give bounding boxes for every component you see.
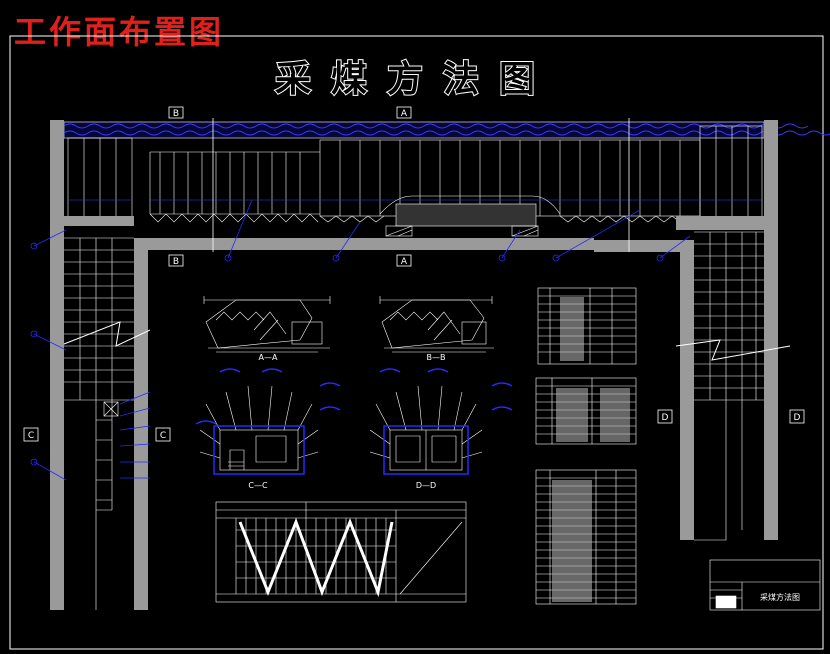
leader-lines <box>33 199 691 481</box>
marker-b-bottom: B <box>173 257 179 267</box>
section-c-c-drawing <box>199 385 319 471</box>
marker-d-left: D <box>662 413 669 423</box>
caption-d-d: D—D <box>416 481 436 490</box>
main-title: 采煤方法图 <box>274 58 555 101</box>
drawing-frame <box>9 35 824 650</box>
section-a-a-drawing <box>203 296 331 353</box>
title-block-name: 采煤方法图 <box>760 592 800 602</box>
roadway-walls <box>50 120 778 610</box>
marker-b-top: B <box>173 109 179 119</box>
caption-c-c: C—C <box>248 481 268 490</box>
marker-c-right: C <box>160 431 166 441</box>
table-hatch <box>552 297 630 602</box>
section-c-c-blue <box>195 368 341 475</box>
marker-d-right: D <box>794 413 801 423</box>
section-d-d-blue <box>379 368 513 475</box>
marker-c-left: C <box>28 431 34 441</box>
shearer <box>385 203 539 237</box>
marker-a-bottom: A <box>401 257 408 267</box>
right-roadway-ladder <box>675 231 791 541</box>
corner-title: 工作面布置图 <box>14 13 225 51</box>
caption-a-a: A—A <box>259 353 278 362</box>
marker-a-top: A <box>401 109 408 119</box>
caption-b-b: B—B <box>427 353 446 362</box>
title-block <box>709 559 821 611</box>
table-1 <box>537 287 637 365</box>
section-d-d-drawing <box>369 385 483 471</box>
cycle-chart <box>215 501 467 603</box>
callout-bubbles <box>30 242 664 466</box>
left-roadway-ladder <box>63 237 151 610</box>
section-b-b-drawing <box>379 296 494 353</box>
section-markers <box>23 106 805 442</box>
coal-seam-band <box>63 121 830 139</box>
